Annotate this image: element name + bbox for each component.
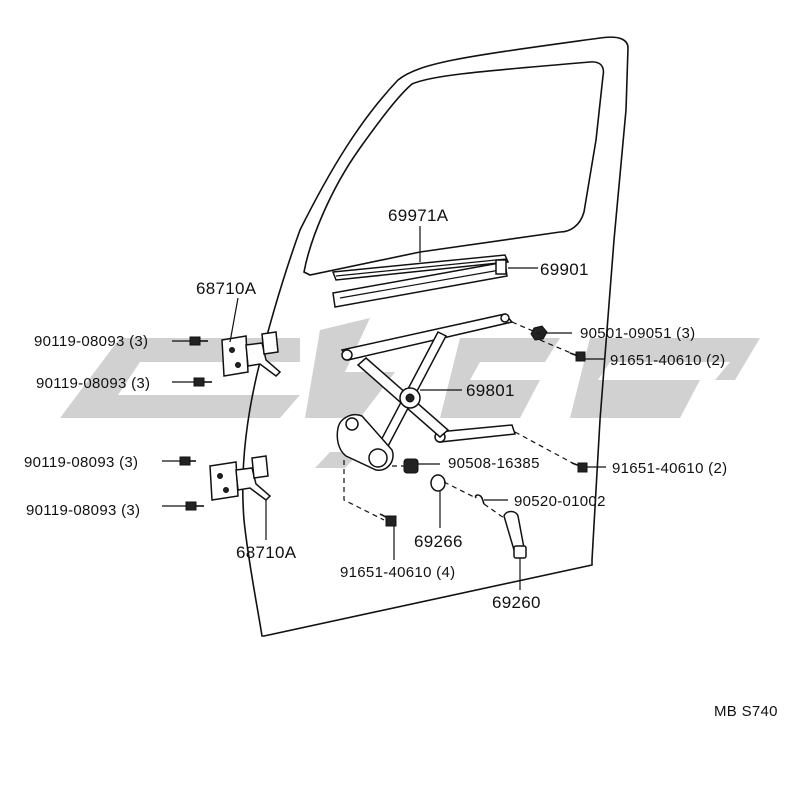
bolt-icon [193, 377, 212, 387]
label-90119-d: 90119-08093 (3) [26, 502, 140, 519]
bushing-icon [403, 458, 419, 474]
door-hinge-lower [209, 455, 272, 501]
label-90520: 90520-01002 [514, 493, 606, 510]
knob-icon [430, 474, 446, 492]
bolt-icon [179, 456, 196, 466]
diagram-code: MB S740 [714, 703, 778, 720]
label-90119-c: 90119-08093 (3) [24, 454, 138, 471]
glass-run-channel [331, 254, 510, 281]
label-91651-b: 91651-40610 (2) [612, 460, 727, 477]
label-69971a: 69971A [388, 206, 449, 225]
label-90501: 90501-09051 (3) [580, 325, 695, 342]
label-69901: 69901 [540, 260, 589, 279]
clip-icon [474, 494, 485, 505]
label-91651-a: 91651-40610 (2) [610, 352, 725, 369]
leader-lines [162, 226, 606, 590]
bolt-icon [379, 513, 397, 527]
label-69266: 69266 [414, 532, 463, 551]
bolt-icon [569, 351, 586, 362]
label-90119-b: 90119-08093 (3) [36, 375, 150, 392]
label-69801: 69801 [466, 381, 515, 400]
glass-channel [332, 259, 508, 308]
door-panel [241, 36, 629, 637]
door-hinge-upper [221, 331, 282, 377]
label-90508: 90508-16385 [448, 455, 540, 472]
label-68710a-bottom: 68710A [236, 543, 297, 562]
label-68710a-top: 68710A [196, 279, 257, 298]
label-91651-c: 91651-40610 (4) [340, 564, 455, 581]
label-69260: 69260 [492, 593, 541, 612]
label-90119-a: 90119-08093 (3) [34, 333, 148, 350]
bolt-icon [185, 501, 204, 511]
regulator-handle [503, 510, 527, 559]
